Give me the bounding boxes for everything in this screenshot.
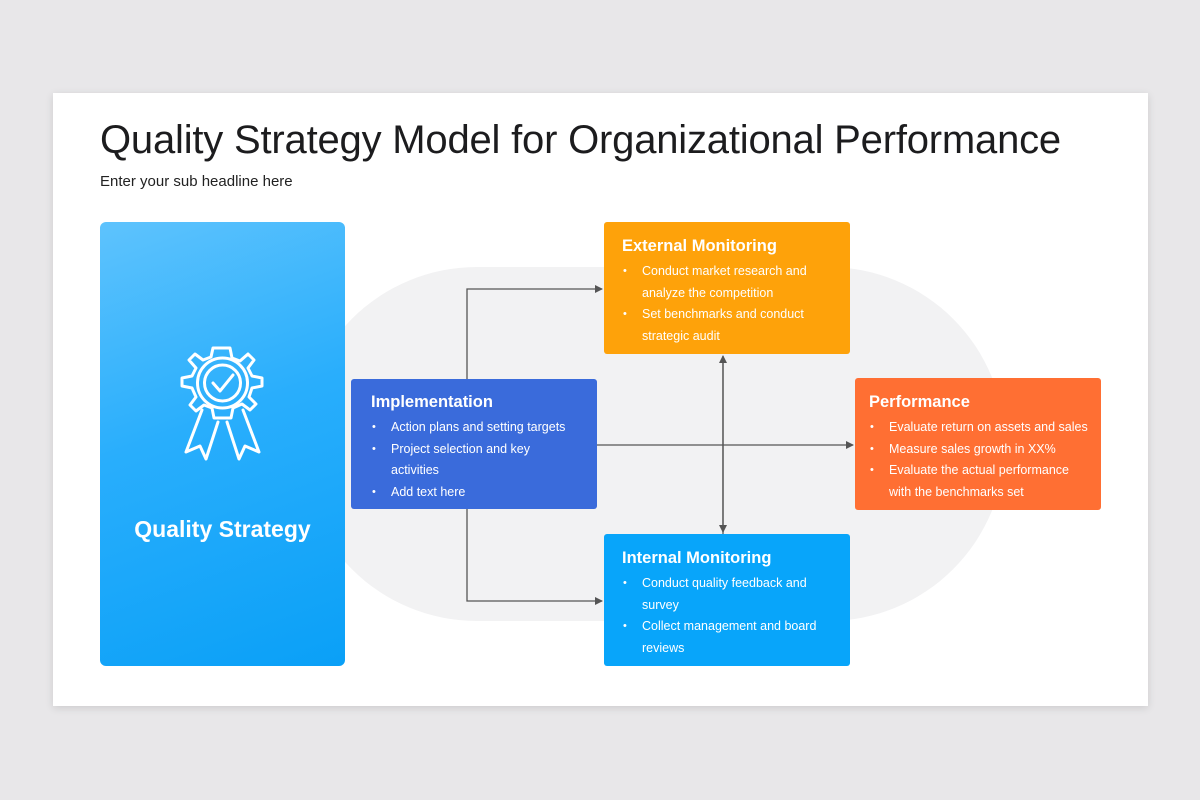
list-item: Action plans and setting targets [372, 417, 597, 439]
list-item-continuation: reviews [642, 640, 685, 655]
internal-monitoring-title: Internal Monitoring [622, 549, 772, 567]
list-item: Set benchmarks and conduct [623, 304, 850, 326]
page-subtitle: Enter your sub headline here [100, 173, 293, 190]
implementation-title: Implementation [371, 393, 493, 411]
quality-strategy-label: Quality Strategy [134, 516, 311, 542]
list-item-continuation: analyze the competition [642, 285, 774, 300]
performance-list: Evaluate return on assets and sales Meas… [869, 417, 1101, 503]
arrow-implementation-to-internal [466, 509, 603, 605]
performance-box: Performance Evaluate return on assets an… [855, 378, 1101, 510]
page-title: Quality Strategy Model for Organizationa… [100, 118, 1061, 162]
list-item-continuation: survey [642, 597, 679, 612]
quality-strategy-card: Quality Strategy [100, 222, 345, 666]
list-item: Collect management and board [623, 616, 850, 638]
internal-monitoring-box: Internal Monitoring Conduct quality feed… [604, 534, 850, 666]
award-badge-icon [180, 346, 264, 461]
list-item-continuation: strategic audit [642, 328, 720, 343]
arrow-implementation-to-external [466, 285, 603, 379]
list-item: Add text here [372, 482, 597, 504]
implementation-list: Action plans and setting targets Project… [371, 417, 597, 503]
list-item: Conduct quality feedback and [623, 573, 850, 595]
list-item: Measure sales growth in XX% [870, 439, 1101, 461]
internal-monitoring-list: Conduct quality feedback and survey Coll… [622, 573, 850, 659]
performance-title: Performance [869, 393, 970, 411]
list-item: Conduct market research and [623, 261, 850, 283]
external-monitoring-box: External Monitoring Conduct market resea… [604, 222, 850, 354]
list-item: Evaluate return on assets and sales [870, 417, 1101, 439]
implementation-box: Implementation Action plans and setting … [351, 379, 597, 509]
list-item-continuation: activities [391, 463, 439, 477]
external-monitoring-title: External Monitoring [622, 237, 777, 255]
list-item: Project selection and key [372, 439, 597, 461]
list-item: Evaluate the actual performance [870, 460, 1101, 482]
list-item-continuation: with the benchmarks set [889, 484, 1024, 499]
external-monitoring-list: Conduct market research and analyze the … [622, 261, 850, 347]
